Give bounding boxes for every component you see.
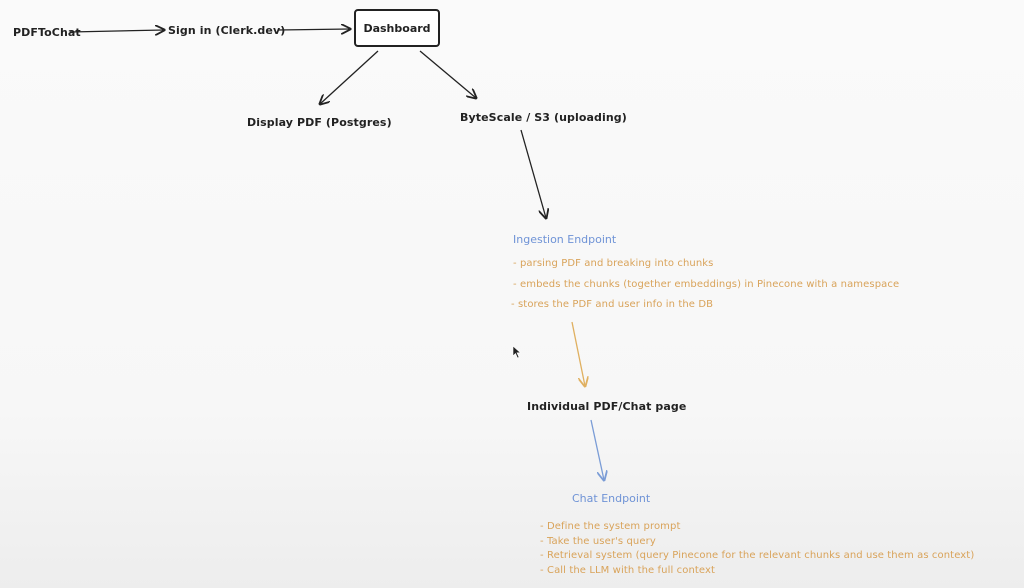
ingestion-title: Ingestion Endpoint <box>513 233 617 246</box>
arrow-bytescale-ingestion <box>520 129 546 218</box>
arrow-ingestion-individual <box>571 321 585 386</box>
mouse-cursor-icon <box>512 345 522 359</box>
arrow-individual-chat <box>590 419 604 480</box>
chat-item-2: - Take the user's query <box>540 536 656 547</box>
node-dashboard-label: Dashboard <box>363 21 431 35</box>
arrow-signin-dashboard <box>277 29 350 30</box>
ingestion-item-1: - parsing PDF and breaking into chunks <box>513 258 714 269</box>
arrow-dashboard-display <box>320 50 379 104</box>
chat-item-1: - Define the system prompt <box>540 521 681 532</box>
arrow-pdftochat-signin <box>69 30 164 32</box>
ingestion-item-3: - stores the PDF and user info in the DB <box>511 299 714 310</box>
node-individual-page: Individual PDF/Chat page <box>527 400 687 413</box>
chat-title: Chat Endpoint <box>572 492 651 505</box>
node-signin: Sign in (Clerk.dev) <box>168 24 286 37</box>
chat-item-4: - Call the LLM with the full context <box>540 565 716 576</box>
chat-item-3: - Retrieval system (query Pinecone for t… <box>540 550 975 561</box>
node-display-pdf: Display PDF (Postgres) <box>247 116 392 129</box>
node-dashboard: Dashboard <box>354 9 440 47</box>
arrow-dashboard-bytescale <box>419 50 476 98</box>
node-bytescale: ByteScale / S3 (uploading) <box>460 111 627 124</box>
node-pdftochat: PDFToChat <box>13 26 81 39</box>
ingestion-item-2: - embeds the chunks (together embeddings… <box>513 279 900 290</box>
